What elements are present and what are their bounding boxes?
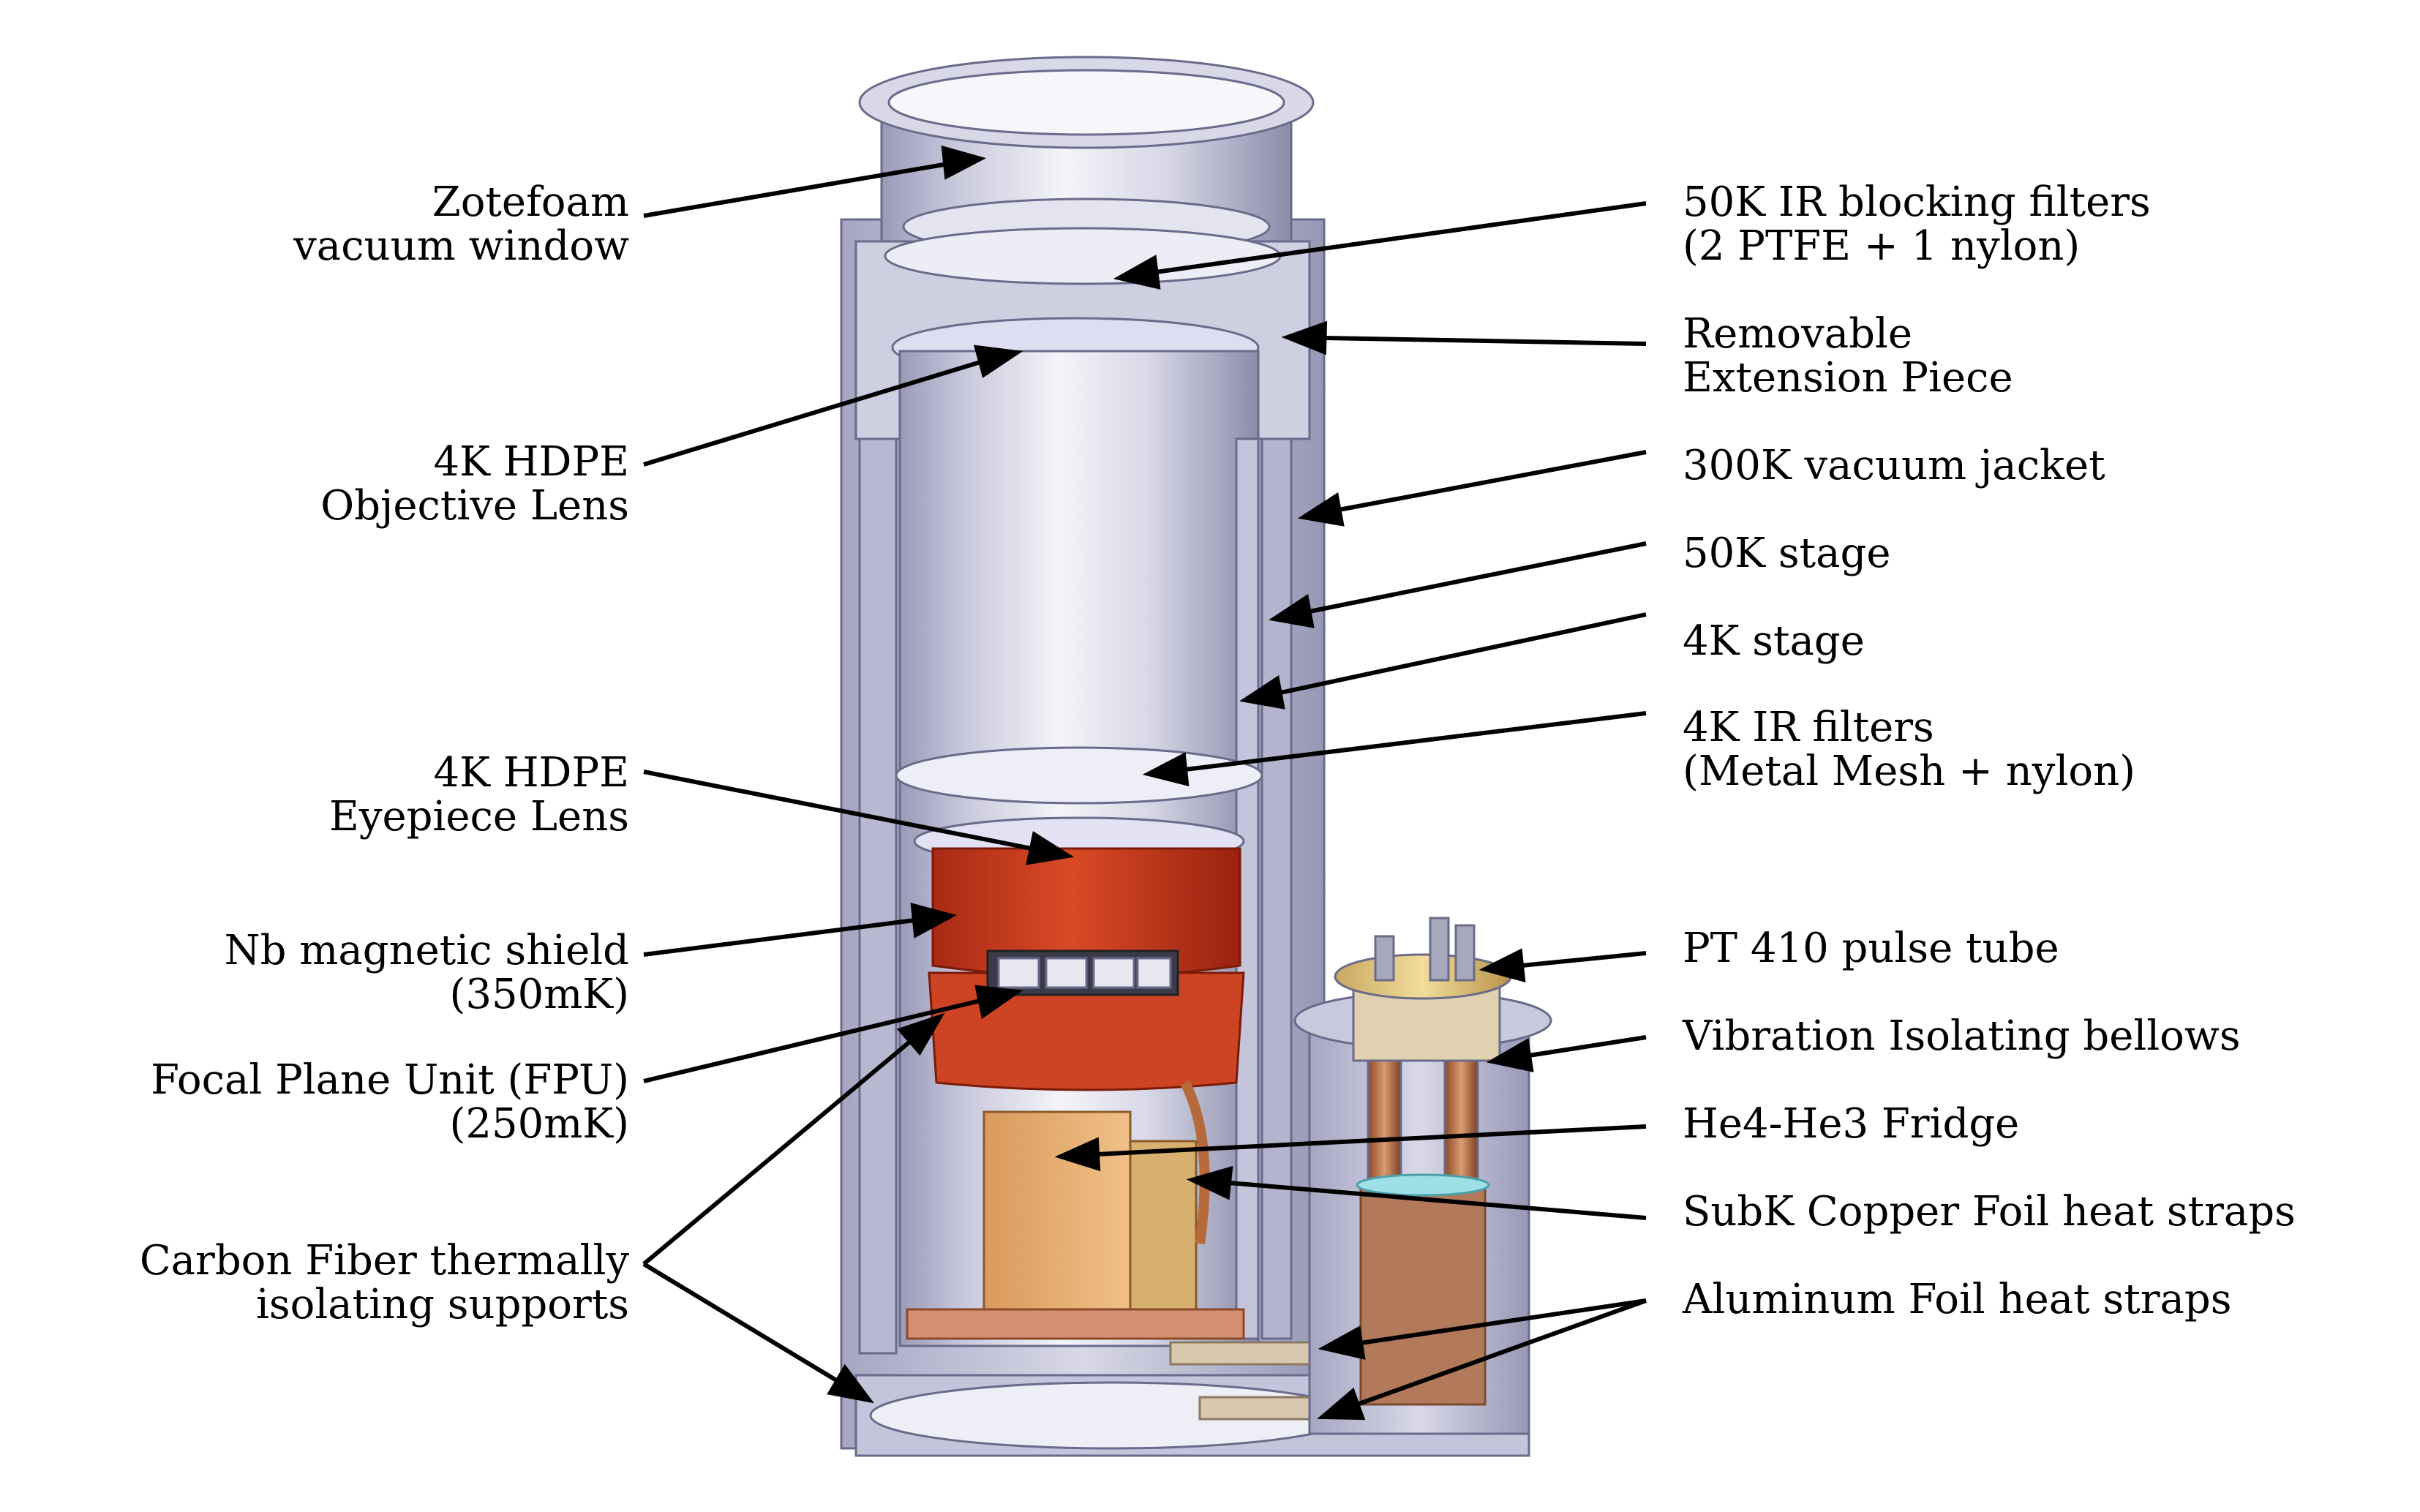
fridge-side <box>1129 1140 1198 1311</box>
arrow-copper-straps <box>1186 1165 1647 1220</box>
arrow-vacuum-jacket <box>1297 450 1647 527</box>
label-pulse-tube: PT 410 pulse tube <box>1683 925 2059 972</box>
pulse-tube-rod-3 <box>1454 924 1476 982</box>
label-ir-blocking: 50K IR blocking filters(2 PTFE + 1 nylon… <box>1683 178 2151 270</box>
top-opening <box>887 69 1285 136</box>
fpu-module-4 <box>1136 957 1172 989</box>
label-vacuum-jacket: 300K vacuum jacket <box>1683 442 2105 489</box>
arrow-bellows <box>1486 1035 1647 1072</box>
arrow-stage-4k <box>1239 612 1647 710</box>
arrow-carbon-fiber-1 <box>642 1012 945 1266</box>
pulse-tube-cap <box>1334 953 1512 1000</box>
wall-left <box>858 437 898 1355</box>
cryostat-illustration <box>840 56 1552 1457</box>
arrow-ir-blocking <box>1113 201 1647 290</box>
wall-50k-stage <box>1260 437 1293 1340</box>
ir-blocking-filter-disk <box>884 227 1282 285</box>
arrow-carbon-fiber-2 <box>642 1262 875 1404</box>
arrow-fridge <box>1054 1124 1647 1172</box>
fpu-module-2 <box>1045 957 1088 989</box>
label-copper-straps: SubK Copper Foil heat straps <box>1683 1188 2296 1235</box>
ir-filter-4k-disk <box>895 746 1263 805</box>
pulse-tube-lower <box>1359 1184 1487 1406</box>
copper-base-plate <box>906 1308 1245 1340</box>
right-labels: 50K IR blocking filters(2 PTFE + 1 nylon… <box>1682 178 2296 1323</box>
label-nb-shield: Nb magnetic shield(350mK) <box>225 927 629 1018</box>
pulse-tube-rod-1 <box>1374 935 1395 982</box>
arrow-pulse-tube <box>1478 948 1647 983</box>
label-aluminum-straps: Aluminum Foil heat straps <box>1682 1276 2231 1323</box>
arrow-fpu <box>643 985 1023 1083</box>
fpu-module-3 <box>1092 957 1135 989</box>
arrow-aluminum-straps-2 <box>1317 1298 1647 1421</box>
label-stage-50k: 50K stage <box>1683 530 1891 577</box>
fpu-module-1 <box>997 957 1040 989</box>
nb-shield-base <box>928 971 1245 1091</box>
arrow-ir-filters-4k <box>1142 711 1647 786</box>
pulse-tube-rod-2 <box>1429 917 1450 982</box>
arrow-nb-shield <box>643 902 958 957</box>
arrow-zotefoam <box>643 145 987 218</box>
pulse-tube-ring <box>1356 1173 1490 1197</box>
callout-arrows <box>642 145 1647 1421</box>
fridge-box <box>982 1110 1132 1311</box>
arrow-extension <box>1281 320 1647 356</box>
arrow-stage-50k <box>1269 541 1647 628</box>
label-stage-4k: 4K stage <box>1683 617 1865 665</box>
copper-strap-path <box>1180 1080 1210 1244</box>
arrow-aluminum-straps-1 <box>1318 1298 1647 1360</box>
arrow-objective-lens <box>643 345 1023 467</box>
label-fridge: He4-He3 Fridge <box>1683 1100 2019 1148</box>
label-ir-filters-4k: 4K IR filters(Metal Mesh + nylon) <box>1683 704 2135 795</box>
label-bellows: Vibration Isolating bellows <box>1682 1012 2241 1060</box>
label-fpu: Focal Plane Unit (FPU)(250mK) <box>151 1056 629 1148</box>
arrow-eyepiece-lens <box>643 770 1075 865</box>
